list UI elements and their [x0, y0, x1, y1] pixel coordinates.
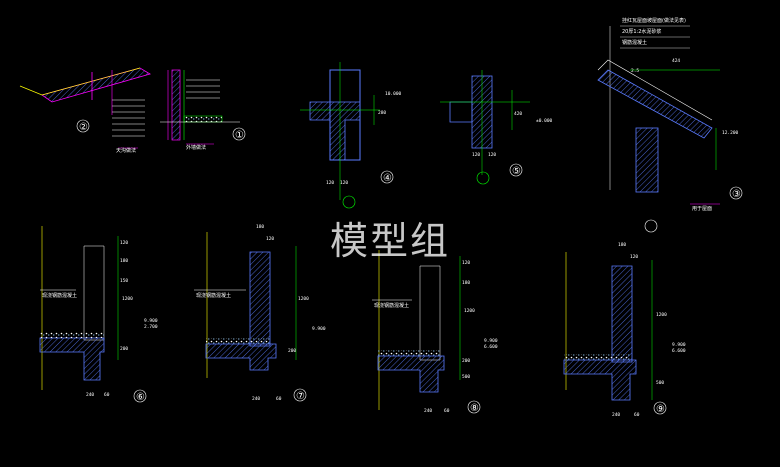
d3-note: 用于屋面 — [692, 206, 712, 212]
d5-dim-b: 120 — [488, 152, 496, 158]
d8-dim-3: 1200 — [464, 308, 475, 314]
d4-elev: 10.000 — [385, 91, 402, 97]
d8-dim-2: 180 — [462, 280, 470, 286]
d9-dim-1: 180 — [618, 242, 626, 248]
detail-number-7: ⑦ — [296, 391, 305, 402]
d9-dim-4: 500 — [656, 380, 664, 386]
detail-6: 现浇钢筋混凝土 120 180 150 1200 9.900 2.700 200… — [39, 226, 158, 403]
detail-number-8: ⑧ — [470, 403, 479, 414]
d6-label: 现浇钢筋混凝土 — [42, 292, 77, 299]
d8-elev-2: 6.600 — [484, 344, 498, 350]
d6-dim-6: 240 — [86, 392, 94, 398]
d3-title-3: 钢筋混凝土 — [622, 39, 647, 46]
d6-dim-2: 180 — [120, 258, 128, 264]
detail-number-6: ⑥ — [136, 392, 145, 403]
d9-dim-3: 1200 — [656, 312, 667, 318]
d8-dim-5: 500 — [462, 374, 470, 380]
d6-dim-4: 1200 — [122, 296, 133, 302]
detail-8: 现浇钢筋混凝土 120 180 1200 9.900 6.600 200 500… — [372, 250, 498, 414]
detail-number-2: ② — [79, 122, 88, 133]
detail-5: 420 ±0.000 120 120 ⑤ — [440, 70, 553, 185]
d6-dim-1: 120 — [120, 240, 128, 246]
d6-dim-5: 200 — [120, 346, 128, 352]
d7-dim-3: 1200 — [298, 296, 309, 302]
d3-title-1: 挂红瓦屋面坡屋面(做法见表) — [622, 17, 686, 24]
d7-dim-2: 120 — [266, 236, 274, 242]
d7-dim-1: 180 — [256, 224, 264, 230]
d4-dim-280: 280 — [378, 110, 386, 116]
detail-1: 外墙做法 ① — [160, 69, 246, 151]
d3-elev: 12.200 — [722, 130, 739, 136]
d4-dim-b: 120 — [340, 180, 348, 186]
d8-label: 现浇钢筋混凝土 — [374, 302, 409, 309]
d2-caption: 天沟做法 — [116, 147, 136, 154]
d5-dim-420: 420 — [514, 111, 522, 117]
d6-dim-3: 150 — [120, 278, 128, 284]
detail-4: 10.000 280 120 120 ④ — [300, 62, 402, 209]
d7-dim-4: 200 — [288, 348, 296, 354]
d7-label: 现浇钢筋混凝土 — [196, 292, 231, 299]
d4-dim-a: 120 — [326, 180, 334, 186]
d8-elev-1: 9.900 — [484, 338, 498, 344]
detail-2: 天沟做法 ② — [19, 67, 151, 154]
detail-number-1: ① — [235, 130, 244, 141]
d8-dim-4: 200 — [462, 358, 470, 364]
detail-number-5: ⑤ — [512, 166, 521, 177]
d8-dim-1: 120 — [462, 260, 470, 266]
d5-elev: ±0.000 — [536, 118, 553, 124]
detail-3: 挂红瓦屋面坡屋面(做法见表) 20厚1:2水泥砂浆 钢筋混凝土 2.5 424 … — [597, 17, 743, 233]
d8-dim-6: 240 — [424, 408, 432, 414]
d8-dim-7: 60 — [444, 408, 450, 414]
d3-title-2: 20厚1:2水泥砂浆 — [622, 28, 661, 35]
d5-dim-a: 120 — [472, 152, 480, 158]
d9-elev-1: 9.900 — [672, 342, 686, 348]
d6-elev-2: 2.700 — [144, 324, 158, 330]
detail-number-9: ⑨ — [656, 404, 665, 415]
d9-dim-5: 240 — [612, 412, 620, 418]
d7-dim-6: 60 — [276, 396, 282, 402]
d6-elev-1: 9.900 — [144, 318, 158, 324]
d9-elev-2: 6.600 — [672, 348, 686, 354]
d9-dim-2: 120 — [630, 254, 638, 260]
detail-7: 现浇钢筋混凝土 180 120 1200 9.900 200 240 60 ⑦ — [194, 224, 326, 402]
d3-slope: 2.5 — [631, 68, 639, 74]
d6-dim-7: 60 — [104, 392, 110, 398]
detail-9: 180 120 1200 9.900 6.600 500 240 60 ⑨ — [563, 242, 686, 418]
d3-width: 424 — [672, 58, 680, 64]
detail-number-3: ③ — [732, 189, 741, 200]
d1-caption: 外墙做法 — [186, 144, 206, 151]
d7-elev: 9.900 — [312, 326, 326, 332]
detail-number-4: ④ — [383, 173, 392, 184]
d9-dim-6: 60 — [634, 412, 640, 418]
d7-dim-5: 240 — [252, 396, 260, 402]
